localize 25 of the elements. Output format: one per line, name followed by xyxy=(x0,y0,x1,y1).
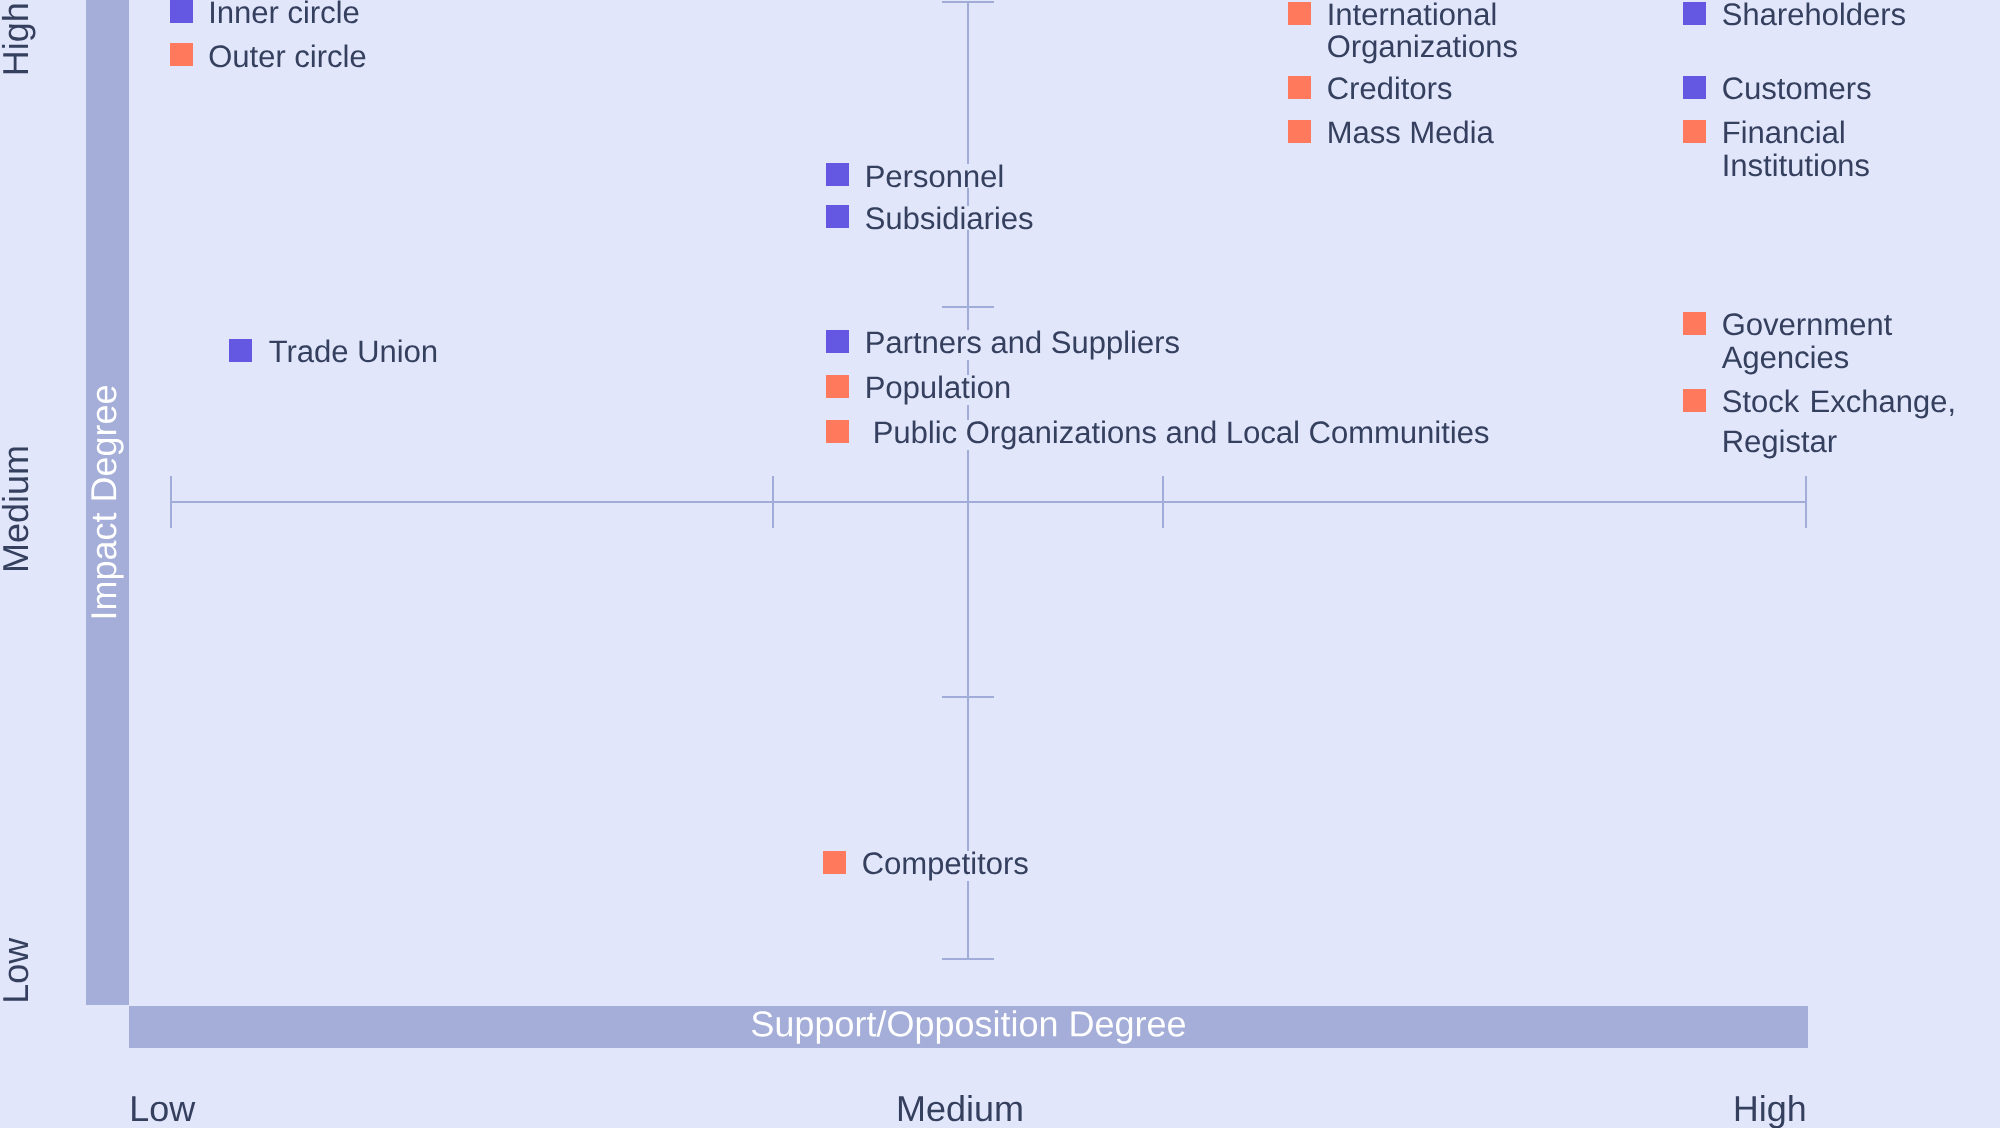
stakeholder-label: Mass Media xyxy=(1326,120,1495,144)
stakeholder-label: Personnel xyxy=(864,164,1005,188)
stakeholder-label: Population xyxy=(864,375,1012,405)
stakeholder-label: Financial Institutions xyxy=(1724,120,1869,177)
stakeholder-label: Creditors xyxy=(1326,76,1453,100)
legend-label: Outer circle xyxy=(209,44,366,68)
stakeholder-label: Partners and Suppliers xyxy=(864,330,1181,360)
stakeholder-label: Government Agencies xyxy=(1721,313,1893,375)
stakeholder-label: Shareholders xyxy=(1721,2,1907,26)
stakeholder-label: International Organizations xyxy=(1328,2,1517,64)
axis-tick-label: High xyxy=(1,4,36,74)
axis-tick-label: High xyxy=(1735,1094,1805,1128)
axis-bar: Impact Degree xyxy=(86,0,129,1005)
stakeholder-label: Trade Union xyxy=(268,339,439,363)
stakeholder-label: Customers xyxy=(1721,76,1873,100)
stakeholder-label: Subsidiaries xyxy=(864,206,1035,230)
axis-bar: Support/Opposition Degree xyxy=(129,1006,1808,1048)
stakeholder-label: Public Organizations and Local Communities xyxy=(872,420,1491,450)
legend-label: Inner circle xyxy=(211,0,359,24)
axis-tick-label: Medium xyxy=(898,1094,1022,1122)
stakeholder-label: Competitors xyxy=(861,851,1030,881)
axis-tick-label: Low xyxy=(132,1096,196,1122)
axis-tick-label: Low xyxy=(3,937,29,1001)
stakeholder-label: Stock Exchange, Registar xyxy=(1723,389,1954,459)
axis-tick-label: Medium xyxy=(1,447,29,571)
